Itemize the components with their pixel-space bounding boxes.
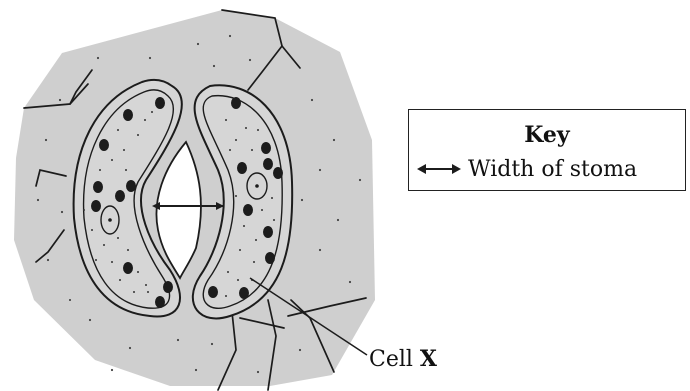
key-title: Key [409,122,685,148]
left-nucleolus [108,218,112,222]
cell-label-letter: X [420,346,437,372]
key-row: Width of stoma [417,156,637,182]
cell-label-prefix: Cell [369,347,420,372]
cell-x-label: Cell X [369,346,437,372]
double-arrow-icon [417,162,461,176]
key-item-label: Width of stoma [468,157,637,182]
key-box: Key Width of stoma [408,109,686,191]
right-nucleolus [255,184,259,188]
